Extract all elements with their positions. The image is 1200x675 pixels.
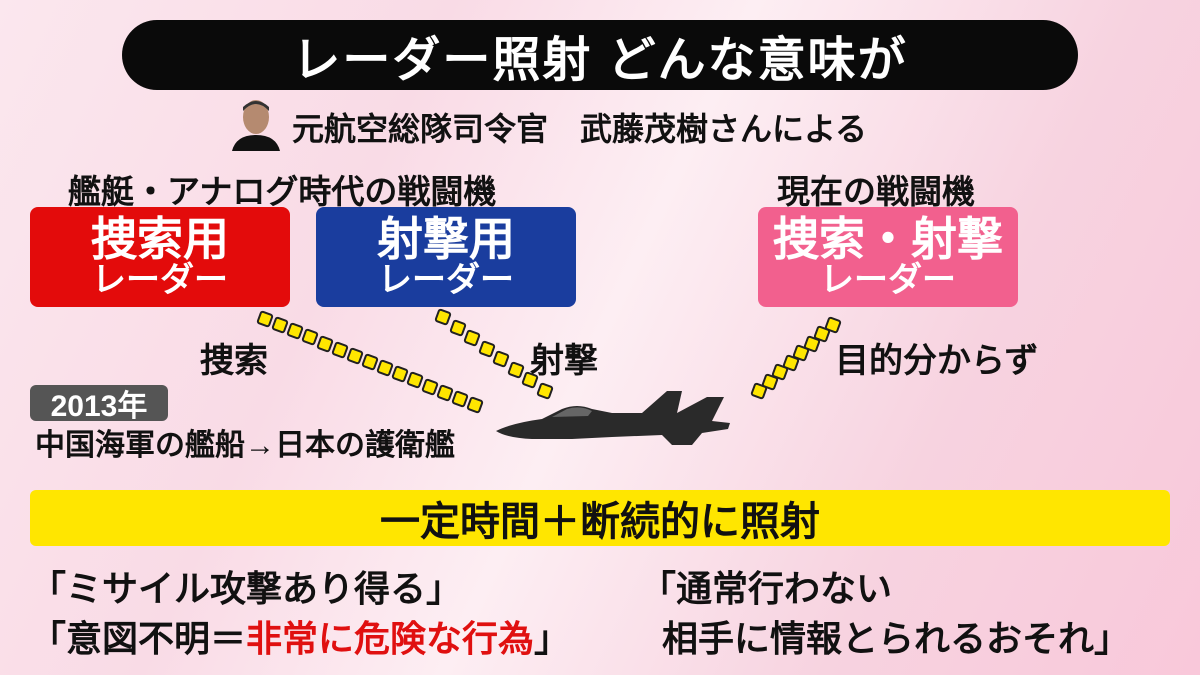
key-point-banner: 一定時間＋断続的に照射 [30, 490, 1170, 546]
source-attribution: 元航空総隊司令官 武藤茂樹さんによる [292, 111, 868, 147]
beam-dot [406, 371, 424, 390]
person-photo [232, 100, 280, 151]
search-label: 捜索 [200, 342, 268, 380]
headline: レーダー照射 どんな意味が [122, 20, 1078, 90]
quote-missile: 「ミサイル攻撃あり得る」 [30, 568, 463, 609]
quote-danger: 「意図不明＝非常に危険な行為」 [30, 610, 570, 662]
box-title: 射撃用 [377, 213, 515, 265]
beam-dot [301, 328, 319, 347]
fighter-jet-icon [496, 391, 730, 445]
combined-radar-box: 捜索・射撃 レーダー [758, 207, 1018, 307]
year-badge: 2013年 [30, 385, 168, 423]
quote-unusual: 「通常行わない [640, 568, 893, 609]
incident-text: 中国海軍の艦船→日本の護衛艦 [35, 429, 455, 462]
quote-emphasis: 非常に危険な行為 [246, 618, 535, 659]
fire-control-radar-box: 射撃用 レーダー [316, 207, 576, 307]
shoot-label: 射撃 [530, 342, 598, 380]
beam-dot [492, 350, 511, 369]
beam-dot [477, 339, 496, 358]
quote-info-risk: 相手に情報とられるおそれ」 [662, 618, 1131, 659]
beam-dot [434, 308, 452, 326]
old-era-caption: 艦艇・アナログ時代の戦闘機 [68, 173, 497, 210]
purpose-unknown-label: 目的分からず [835, 342, 1039, 380]
box-title: 捜索用 [91, 213, 229, 265]
search-radar-box: 捜索用 レーダー [30, 207, 290, 307]
box-title: 捜索・射撃 [773, 213, 1003, 265]
beam-dot [466, 396, 484, 414]
box-subtitle: レーダー [378, 261, 514, 300]
box-subtitle: レーダー [820, 261, 956, 300]
current-caption: 現在の戦闘機 [777, 173, 975, 210]
beam-dot [448, 318, 467, 337]
beam-dot [506, 360, 525, 379]
box-subtitle: レーダー [92, 261, 228, 300]
quote-part: 」 [534, 618, 571, 659]
beam-dot [463, 329, 482, 348]
quote-part: 「意図不明＝ [30, 618, 247, 659]
